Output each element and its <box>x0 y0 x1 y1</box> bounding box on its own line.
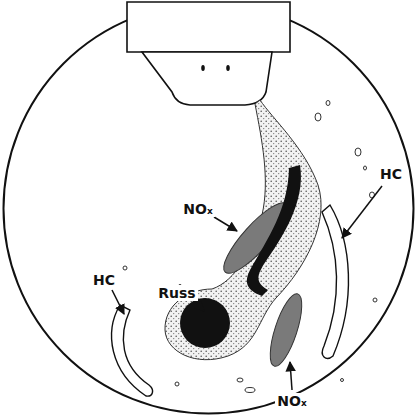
zone-label: HC <box>378 166 404 182</box>
zone-label: NOₓ <box>275 393 308 409</box>
injector <box>127 2 290 105</box>
soot-core <box>180 298 230 348</box>
zone-label: NOₓ <box>181 201 214 217</box>
hc-zone <box>112 305 153 396</box>
hc-zone <box>322 205 348 358</box>
nox-zone <box>264 290 308 369</box>
leader-arrows <box>112 186 382 390</box>
soot-band <box>247 165 301 296</box>
cylinder-bore <box>4 4 414 414</box>
zone-label: HC <box>91 272 117 288</box>
bubbles <box>123 101 377 393</box>
zone-label: Russ <box>156 285 197 301</box>
